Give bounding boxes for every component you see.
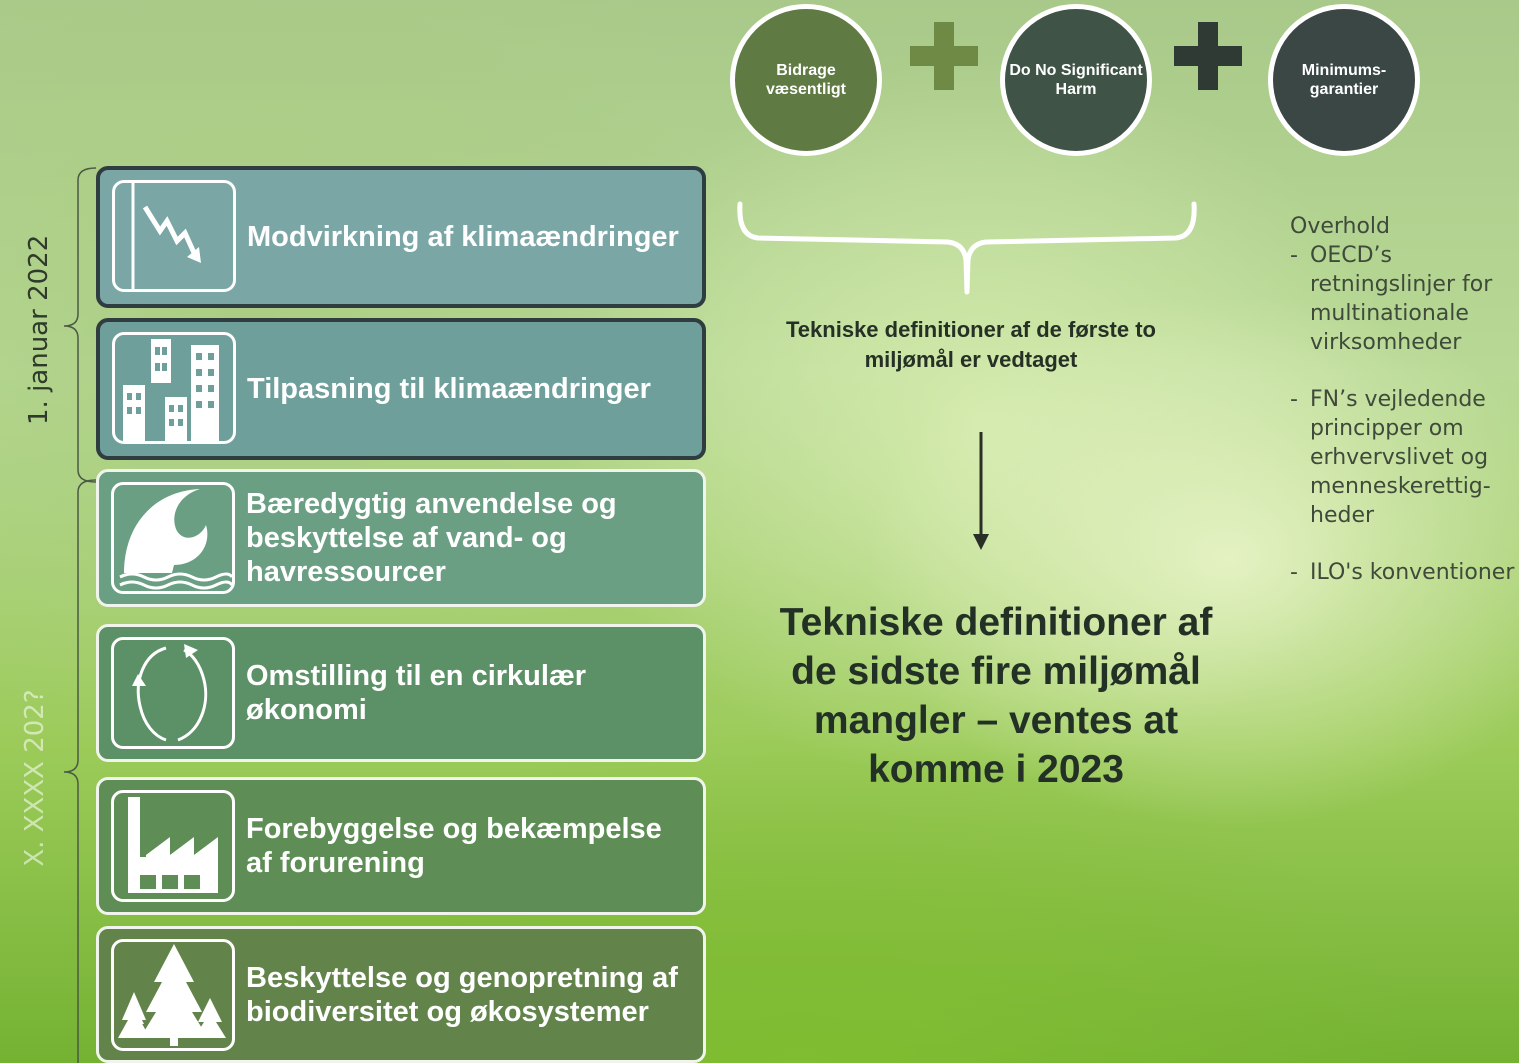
criterion-dnsh: Do No Significant Harm: [1000, 4, 1152, 156]
pending-text: Tekniske definitioner af de sidste fire …: [779, 601, 1213, 791]
list-item: -FN’s vejledende principper om erhvervsl…: [1290, 387, 1491, 528]
goal-label: Beskyttelse og genopretning af biodivers…: [246, 961, 678, 1028]
goal-biodiversity: Beskyttelse og genopretning af biodivers…: [96, 926, 706, 1063]
goal-label: Tilpasning til klimaændringer: [247, 373, 651, 405]
down-arrow: [973, 432, 989, 550]
timeline-label-adopted: 1. januar 2022: [24, 234, 54, 425]
goal-pollution: Forebyggelse og bekæmpelse af forurening: [96, 777, 706, 915]
timeline-bracket-top: [63, 167, 97, 483]
goal-climate-adaptation: Tilpasning til klimaændringer: [96, 318, 706, 460]
water-wave-icon: [111, 482, 235, 594]
goal-label: Modvirkning af klimaændringer: [247, 221, 679, 253]
plus-icon: [910, 22, 978, 90]
compliance-list: Overhold -OECD’s retningslinjer for mult…: [1290, 212, 1519, 587]
factory-icon: [111, 790, 235, 902]
trees-icon: [111, 939, 235, 1051]
adopted-caption: Tekniske definitioner af de første to mi…: [786, 317, 1156, 372]
goal-label: Bæredygtig anvendelse og beskyttelse af …: [246, 488, 617, 588]
timeline-bracket-bottom: [63, 479, 97, 1063]
compliance-heading: Overhold: [1290, 214, 1391, 239]
plus-icon: [1174, 22, 1242, 90]
list-item-text: OECD’s retningslinjer for multinationale…: [1310, 243, 1493, 355]
brace: [737, 201, 1197, 295]
goal-label: Forebyggelse og bekæmpelse af forurening: [246, 813, 662, 879]
list-item: -OECD’s retningslinjer for multinational…: [1290, 243, 1493, 355]
timeline-label-pending: X. XXXX 202?: [20, 689, 50, 867]
climate-mitigation-icon: [112, 180, 236, 292]
criterion-minimum-safeguards: Minimums-garantier: [1268, 4, 1420, 156]
goal-circular-economy: Omstilling til en cirkulær økonomi: [96, 624, 706, 762]
list-item: -ILO's konventioner: [1290, 560, 1515, 585]
climate-adaptation-icon: [112, 332, 236, 444]
list-item-text: ILO's konventioner: [1310, 560, 1515, 585]
goal-label: Omstilling til en cirkulær økonomi: [246, 660, 587, 726]
circular-arrows-icon: [111, 637, 235, 749]
goal-climate-mitigation: Modvirkning af klimaændringer: [96, 166, 706, 308]
goal-water-resources: Bæredygtig anvendelse og beskyttelse af …: [96, 469, 706, 607]
list-item-text: FN’s vejledende principper om erhvervsli…: [1310, 387, 1491, 528]
criterion-substantial-contribution: Bidrage væsentligt: [730, 4, 882, 156]
